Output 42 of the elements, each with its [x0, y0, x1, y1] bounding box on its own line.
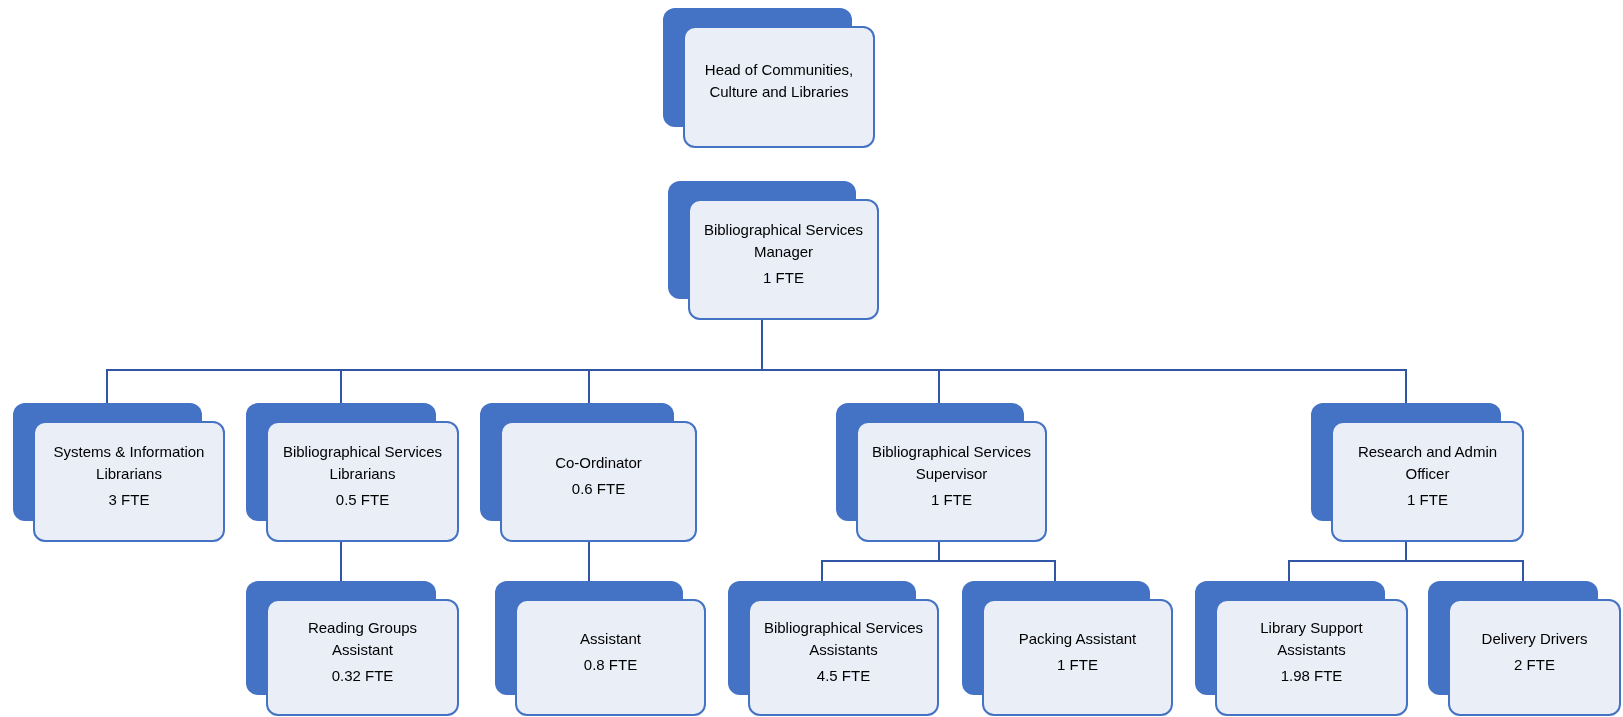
- connector-line: [1405, 541, 1524, 582]
- fte-count: 0.8 FTE: [583, 654, 638, 675]
- position-card: [13, 403, 225, 542]
- fte-count: 1 FTE: [1057, 654, 1098, 675]
- fte-count: 1 FTE: [931, 489, 972, 510]
- position-card: [836, 403, 1047, 542]
- job-title: Library Support Assistants: [1259, 617, 1364, 660]
- fte-count: 1 FTE: [763, 267, 804, 288]
- job-title: Bibliographical Services Assistants: [762, 617, 925, 660]
- job-title: Research and Admin Officer: [1356, 441, 1499, 484]
- fte-count: 1.98 FTE: [1280, 665, 1343, 686]
- job-title: Bibliographical Services Supervisor: [870, 441, 1033, 484]
- job-title: Assistant: [580, 628, 641, 649]
- fte-count: 0.32 FTE: [331, 665, 394, 686]
- position-card: [663, 8, 875, 148]
- position-card: [728, 581, 939, 716]
- connector-line: [938, 541, 1056, 582]
- position-card: [1311, 403, 1524, 542]
- connector-line: [588, 541, 590, 582]
- job-title: Head of Communities, Culture and Libraries: [703, 60, 855, 102]
- job-title: Bibliographical Services Manager: [702, 219, 865, 262]
- connector-line: [340, 541, 342, 582]
- fte-count: 0.5 FTE: [335, 489, 390, 510]
- job-title: Delivery Drivers: [1481, 628, 1588, 649]
- position-card: [495, 581, 706, 716]
- fte-count: 4.5 FTE: [816, 665, 871, 686]
- job-title: Co-Ordinator: [555, 452, 642, 473]
- position-card: [1428, 581, 1621, 716]
- position-card: [480, 403, 697, 542]
- job-title: Packing Assistant: [1018, 628, 1137, 649]
- position-card: [962, 581, 1173, 716]
- position-card: [668, 181, 879, 320]
- job-title: Systems & Information Librarians: [52, 441, 206, 484]
- fte-count: 3 FTE: [108, 489, 150, 510]
- fte-count: 1 FTE: [1407, 489, 1448, 510]
- fte-count: 0.6 FTE: [571, 478, 626, 499]
- position-card: [1195, 581, 1408, 716]
- job-title: Reading Groups Assistant: [306, 617, 419, 660]
- position-card: [246, 403, 459, 542]
- job-title: Bibliographical Services Librarians: [281, 441, 444, 484]
- position-card: [246, 581, 459, 716]
- fte-count: 2 FTE: [1514, 654, 1555, 675]
